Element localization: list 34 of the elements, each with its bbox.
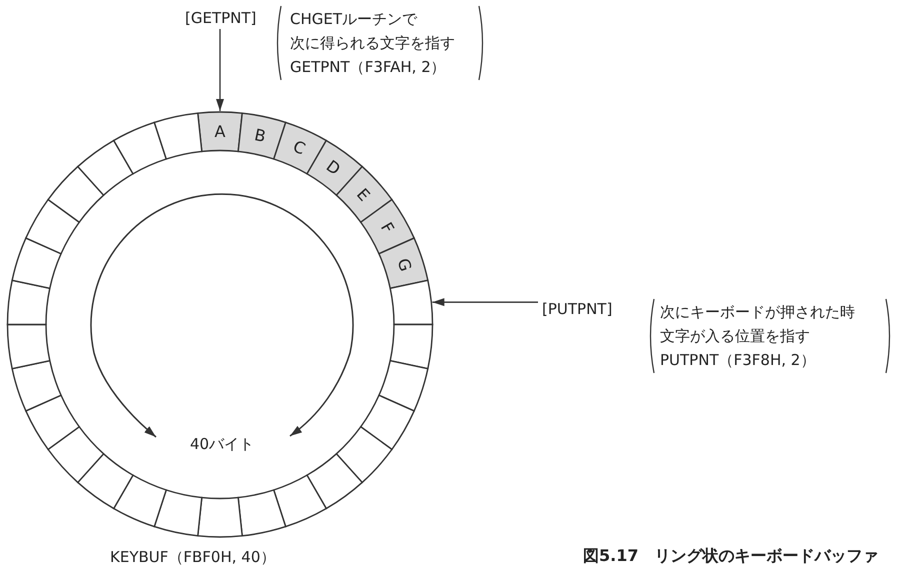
buffer-cell — [11, 237, 63, 290]
buffer-cell — [272, 474, 328, 528]
buffer-cell — [47, 165, 105, 224]
buffer-cell — [359, 394, 416, 451]
buffer-cell — [377, 359, 429, 412]
buffer-cell — [153, 488, 203, 537]
buffer-cell — [112, 121, 168, 175]
buffer-cell: B — [237, 112, 287, 161]
buffer-cell — [335, 425, 393, 484]
buffer-cell — [112, 474, 168, 528]
buffer-cell — [6, 279, 51, 326]
buffer-cell — [306, 452, 364, 510]
buffer-cell: C — [272, 121, 328, 175]
arrow — [216, 29, 224, 111]
buffer-cell — [389, 279, 434, 326]
buffer-cell — [153, 112, 203, 161]
buffer-cell — [76, 139, 134, 197]
buffer-name-label: KEYBUF（FBF0H, 40） — [110, 548, 276, 567]
arrow — [432, 298, 538, 306]
buffer-cell — [76, 452, 134, 510]
buffer-cell — [6, 323, 51, 370]
figure-caption: 図5.17 リング状のキーボードバッファ — [583, 546, 878, 567]
buffer-cell: G — [377, 237, 429, 290]
description-text: 次にキーボードが押された時 文字が入る位置を指す PUTPNT（F3F8H, 2） — [660, 302, 855, 371]
size-label: 40バイト — [190, 435, 254, 454]
buffer-cell — [24, 394, 81, 451]
buffer-cell — [47, 425, 105, 484]
buffer-cell — [389, 323, 434, 370]
buffer-cell — [237, 488, 287, 537]
buffer-cell — [24, 198, 81, 255]
pointer-label: [GETPNT] — [185, 7, 256, 29]
pointer-label: [PUTPNT] — [542, 298, 612, 320]
buffer-cell — [11, 359, 63, 412]
description-text: CHGETルーチンで 次に得られる文字を指す GETPNT（F3FAH, 2） — [290, 9, 455, 78]
